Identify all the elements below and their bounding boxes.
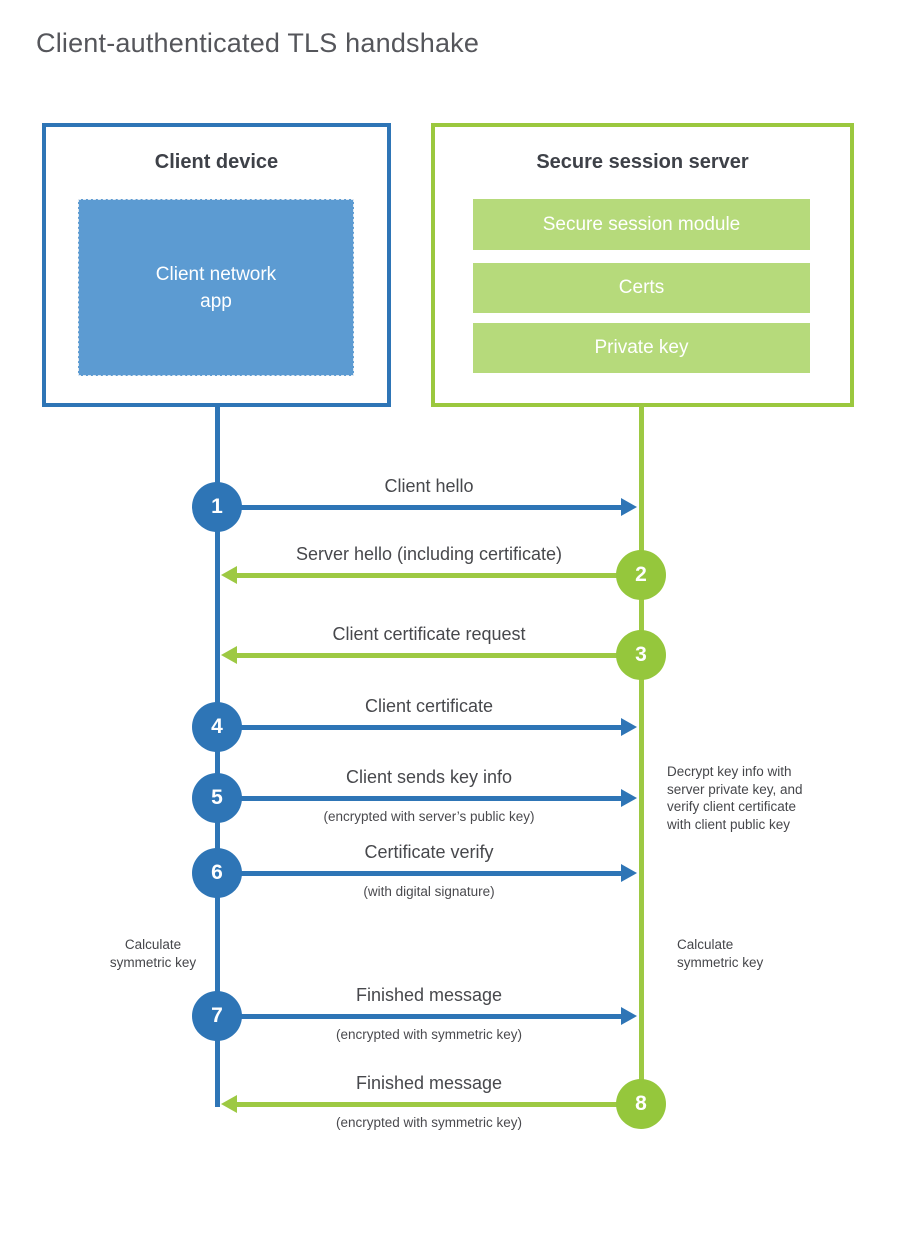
decrypt-key-note: Decrypt key info with server private key… — [667, 764, 803, 832]
step-number-badge: 7 — [192, 991, 242, 1041]
arrow-right-icon — [621, 1007, 637, 1025]
server-lifeline — [639, 405, 644, 1104]
calculate-symmetric-key-note-server: Calculate symmetric key — [677, 937, 764, 970]
step-number: 8 — [635, 1092, 647, 1115]
step-row-8: Finished message (encrypted with symmetr… — [0, 1054, 900, 1154]
arrow-right-icon — [621, 864, 637, 882]
server-module-label: Certs — [618, 277, 665, 298]
step-sublabel: (with digital signature) — [363, 884, 495, 899]
step-label: Finished message — [355, 1073, 503, 1093]
arrow-line — [238, 724, 622, 730]
step-row-4: Client certificate 4 — [0, 677, 900, 777]
step-label: Client sends key info — [345, 767, 513, 787]
arrow-right-icon — [621, 498, 637, 516]
calculate-symmetric-key-note-client: Calculate symmetric key — [109, 937, 197, 970]
step-label: Client hello — [384, 476, 474, 496]
step-number-badge: 4 — [192, 702, 242, 752]
step-sublabel: (encrypted with symmetric key) — [335, 1027, 523, 1042]
arrow-line — [238, 1013, 622, 1019]
page-title: Client-authenticated TLS handshake — [36, 28, 480, 58]
server-module-certs: Certs — [473, 263, 810, 313]
step-row-6: Certificate verify (with digital signatu… — [0, 823, 900, 923]
step-number-badge: 1 — [192, 482, 242, 532]
step-number-badge: 6 — [192, 848, 242, 898]
step-row-7: Finished message (encrypted with symmetr… — [0, 966, 900, 1066]
client-network-app-label: Client network app — [155, 263, 277, 312]
client-lifeline — [215, 405, 220, 1107]
step-number: 2 — [635, 563, 647, 586]
step-label: Finished message — [355, 985, 503, 1005]
step-sublabel: (encrypted with server’s public key) — [323, 809, 535, 824]
step-number-badge: 5 — [192, 773, 242, 823]
step-label: Server hello (including certificate) — [295, 544, 563, 564]
secure-session-server-title: Secure session server — [536, 151, 749, 173]
arrow-line — [237, 652, 621, 658]
step-number: 4 — [211, 715, 223, 738]
step-row-1: Client hello 1 — [0, 457, 900, 557]
step-number: 7 — [211, 1004, 223, 1027]
arrow-right-icon — [621, 789, 637, 807]
server-module-label: Private key — [594, 337, 689, 358]
arrow-line — [238, 870, 622, 876]
arrow-line — [237, 1101, 621, 1107]
client-network-app-box: Client network app — [78, 199, 354, 376]
arrow-left-icon — [221, 1095, 237, 1113]
step-number: 1 — [211, 495, 223, 518]
step-number-badge: 3 — [616, 630, 666, 680]
arrow-line — [237, 572, 621, 578]
step-number-badge: 8 — [616, 1079, 666, 1129]
client-device-title: Client device — [154, 151, 279, 173]
server-module-secure-session: Secure session module — [473, 199, 810, 250]
step-row-3: Client certificate request 3 — [0, 605, 900, 705]
arrow-line — [238, 795, 622, 801]
step-row-2: Server hello (including certificate) 2 — [0, 525, 900, 625]
step-number: 3 — [635, 643, 647, 666]
arrow-left-icon — [221, 566, 237, 584]
step-label: Client certificate request — [332, 624, 526, 644]
arrow-left-icon — [221, 646, 237, 664]
arrow-right-icon — [621, 718, 637, 736]
step-sublabel: (encrypted with symmetric key) — [335, 1115, 523, 1130]
step-label: Certificate verify — [364, 842, 494, 862]
server-module-label: Secure session module — [542, 213, 741, 235]
step-row-5: Client sends key info (encrypted with se… — [0, 748, 900, 848]
step-label: Client certificate — [364, 696, 494, 716]
step-number-badge: 2 — [616, 550, 666, 600]
server-module-private-key: Private key — [473, 323, 810, 373]
step-number: 5 — [211, 786, 223, 809]
step-number: 6 — [211, 861, 223, 884]
arrow-line — [238, 504, 622, 510]
